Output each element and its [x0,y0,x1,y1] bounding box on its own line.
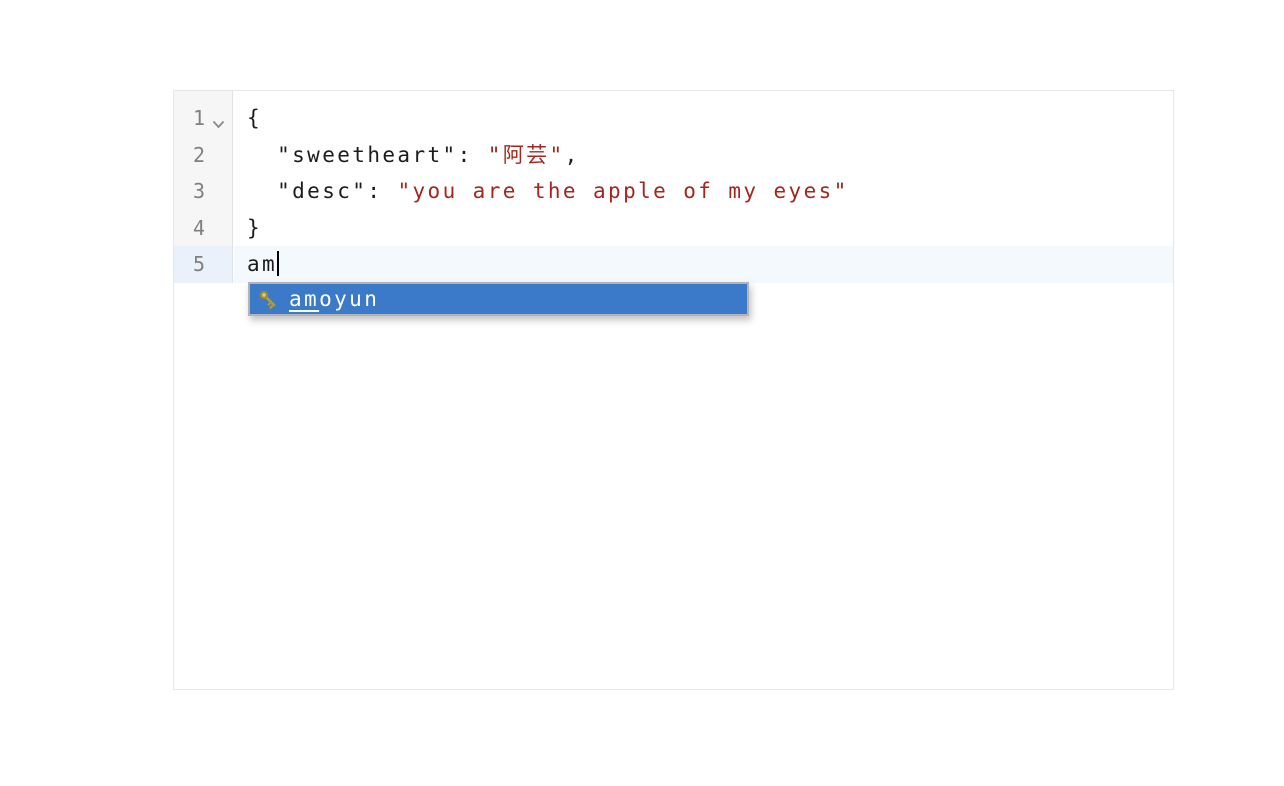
token-plain: , [564,142,580,167]
gutter-line-5: 5 [174,246,232,283]
line-number: 3 [192,179,205,203]
gutter-line-4: 4 [174,210,232,247]
autocomplete-popup[interactable]: amoyun [248,281,749,316]
token-plain: "sweetheart": [247,142,488,167]
gutter-line-3: 3 [174,173,232,210]
token-plain: "desc": [247,179,398,203]
line-number: 5 [192,252,205,276]
token-plain: } [247,215,263,240]
gutter-line-1: 1 [174,100,232,137]
code-line-2[interactable]: "sweetheart": "阿芸", [234,137,1173,174]
gutter-line-2: 2 [174,137,232,174]
fold-chevron-icon[interactable] [212,114,225,133]
active-line-highlight [234,246,1173,283]
code-line-4[interactable]: } [234,210,1173,247]
line-number: 1 [192,106,205,130]
key-icon [257,288,279,310]
token-plain: am [247,252,278,276]
code-lines: { "sweetheart": "阿芸", "desc": "you are t… [234,100,1173,283]
code-line-5[interactable]: am [234,246,1173,283]
code-line-1[interactable]: { [234,100,1173,137]
token-string: "you are the apple of my eyes" [397,179,849,203]
code-line-3[interactable]: "desc": "you are the apple of my eyes" [234,173,1173,210]
token-string: "阿芸" [487,142,565,167]
autocomplete-match-text: am [289,286,320,311]
text-cursor [277,251,279,276]
line-number: 2 [192,142,205,167]
autocomplete-rest-text: oyun [319,286,380,311]
json-code-editor[interactable]: 1 2 3 4 5 { "sweetheart": "阿芸", "desc": "you… [173,90,1174,690]
autocomplete-item-label[interactable]: amoyun [289,287,379,311]
line-number: 4 [192,215,205,240]
token-plain: { [247,106,263,130]
gutter: 1 2 3 4 5 [174,91,233,283]
